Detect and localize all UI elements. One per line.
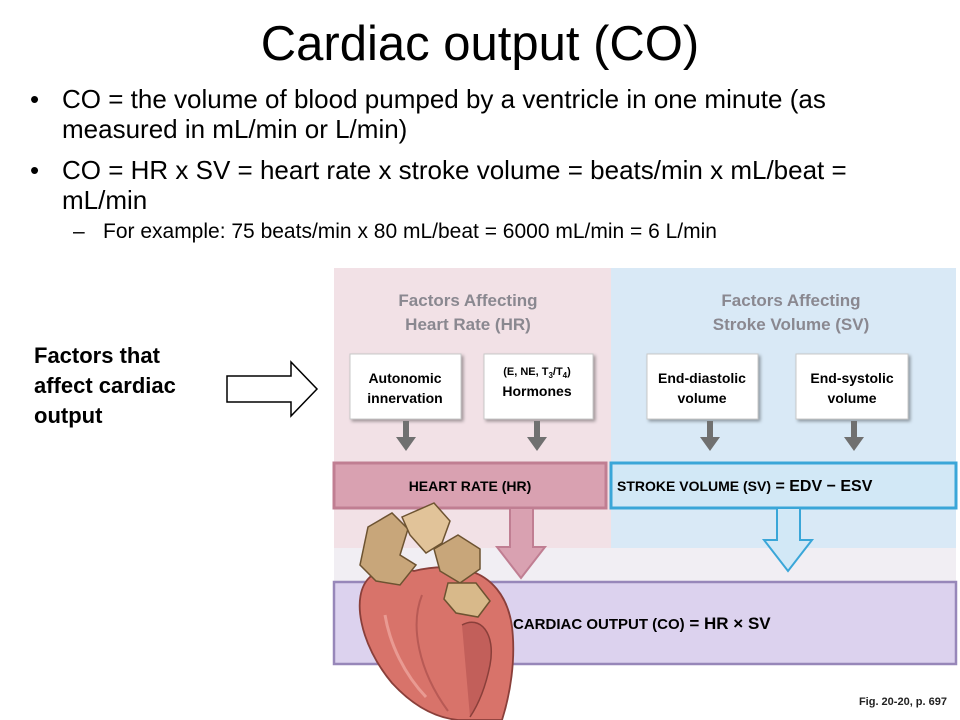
box-esv (795, 353, 909, 420)
valve-lower (443, 582, 491, 618)
side-label-line: affect cardiac (34, 373, 176, 398)
bullet-text: CO = HR x SV = heart rate x stroke volum… (62, 155, 847, 215)
heart-rate-label: HEART RATE (HR) (409, 478, 532, 494)
stroke-volume-label: STROKE VOLUME (SV) = EDV − ESV (617, 478, 873, 495)
box-autonomic-line1: Autonomic (368, 370, 441, 386)
box-esv-line1: End-systolic (810, 370, 893, 386)
side-label-line: output (34, 403, 103, 428)
hr-heading-line2: Heart Rate (HR) (405, 315, 531, 334)
bullet-marker: • (30, 84, 40, 114)
sub-bullet-marker: – (73, 220, 85, 243)
sv-heading-line1: Factors Affecting (721, 291, 860, 310)
valve-top (401, 502, 451, 554)
cardiac-output-label: CARDIAC OUTPUT (CO) = HR × SV (513, 614, 771, 633)
factor-arrows (396, 421, 864, 451)
bullet-co-formula: • CO = HR x SV = heart rate x stroke vol… (30, 155, 930, 219)
box-edv-line2: volume (677, 390, 726, 406)
sub-bullet-text: For example: 75 beats/min x 80 mL/beat =… (103, 220, 717, 243)
valve-right (433, 534, 481, 584)
box-hormones (483, 353, 594, 420)
bullet-text: CO = the volume of blood pumped by a ven… (62, 84, 826, 144)
down-arrow-icon (396, 421, 416, 451)
down-arrow-icon (527, 421, 547, 451)
box-esv-line2: volume (827, 390, 876, 406)
heart-rate-box (332, 461, 608, 510)
hr-down-arrow-icon (494, 507, 548, 580)
hr-heading-line1: Factors Affecting (398, 291, 537, 310)
down-arrow-icon (844, 421, 864, 451)
slide-title: Cardiac output (CO) (260, 17, 700, 71)
sv-down-arrow-icon (761, 507, 815, 573)
box-edv (646, 353, 759, 420)
down-arrow-icon (700, 421, 720, 451)
cardiac-output-diagram: Factors Affecting Heart Rate (HR) Factor… (332, 268, 958, 720)
box-autonomic-line2: innervation (367, 390, 442, 406)
heart-illustration (358, 502, 515, 720)
box-hormones-label: Hormones (502, 383, 571, 399)
valve-left (359, 512, 418, 586)
bullet-co-definition: • CO = the volume of blood pumped by a v… (30, 84, 930, 148)
box-hormones-tag: (E, NE, T3/T4) (503, 366, 571, 380)
side-label: Factors that affect cardiac output (34, 341, 224, 431)
side-label-line: Factors that (34, 343, 160, 368)
bullet-marker: • (30, 155, 40, 185)
stroke-volume-box (609, 461, 958, 510)
box-edv-line1: End-diastolic (658, 370, 746, 386)
sv-heading-line2: Stroke Volume (SV) (713, 315, 870, 334)
right-arrow-icon (226, 360, 319, 418)
box-autonomic (349, 353, 462, 420)
figure-reference: Fig. 20-20, p. 697 (858, 696, 947, 708)
